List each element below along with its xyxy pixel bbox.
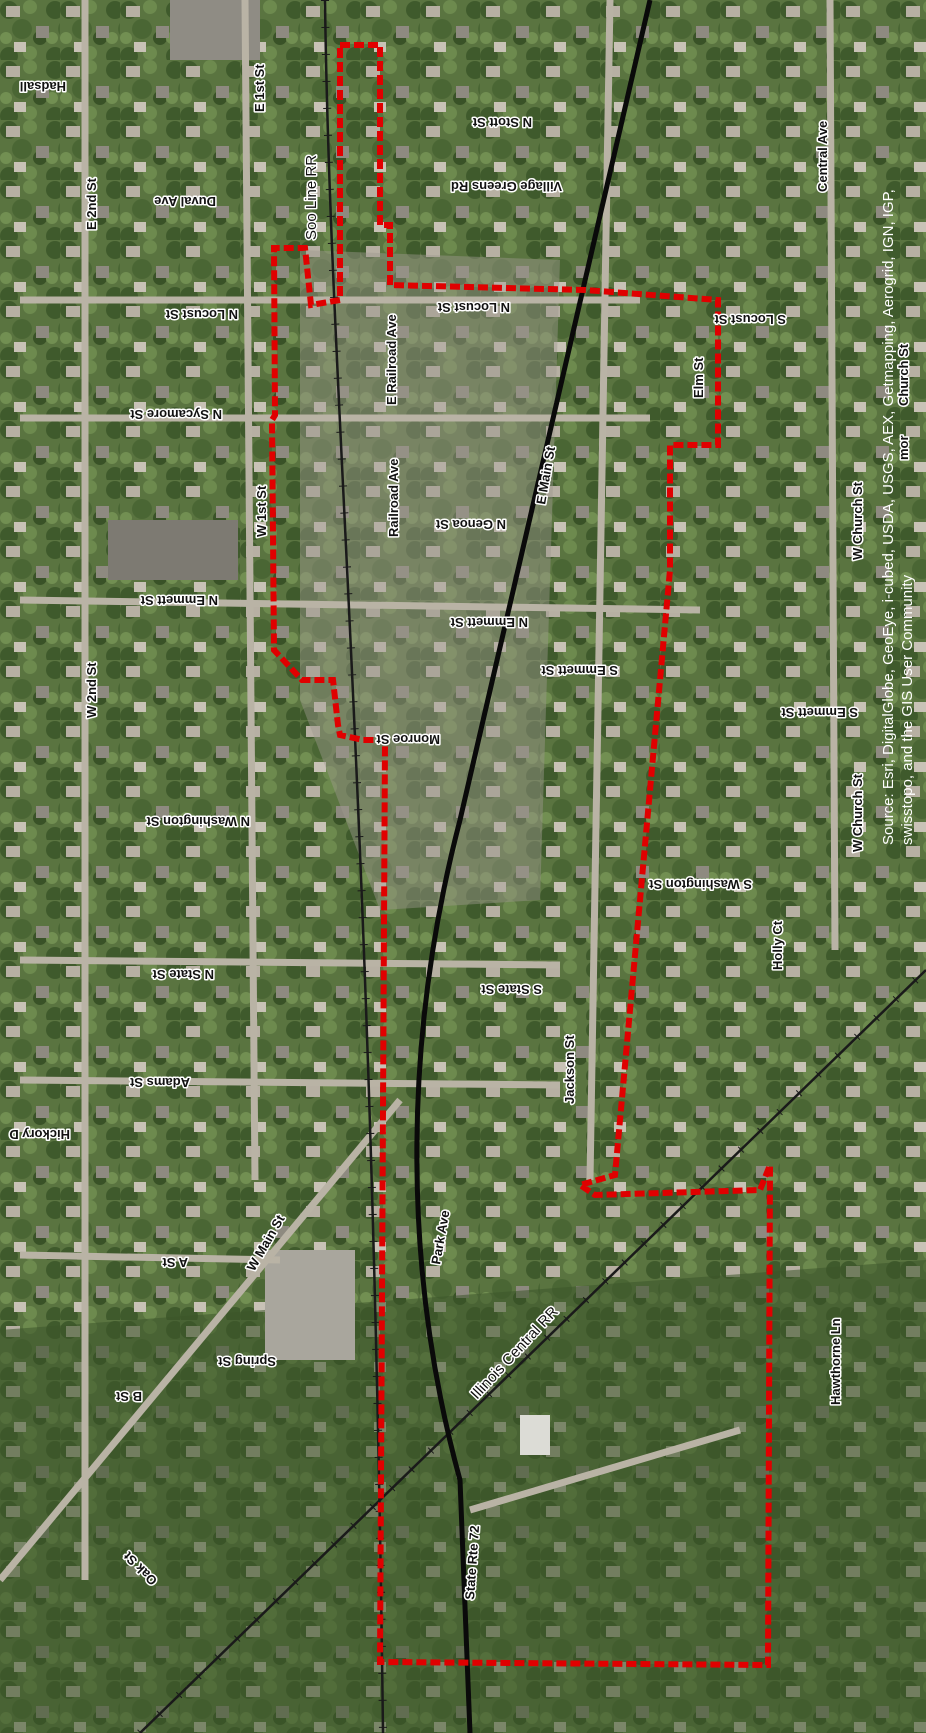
street-label-n-emmett-w: N Emmett St [140,593,218,608]
street-label-adams: Adams St [129,1075,190,1090]
soo-line-label: Soo Line RR [303,155,320,240]
school-building [108,520,238,580]
street-label-a-st: A St [162,1255,188,1270]
map-attribution-line1: Source: Esri, DigitalGlobe, GeoEye, i-cu… [880,189,897,845]
street-label-n-emmett-e: N Emmett St [450,615,528,630]
street-label-hickory: Hickory D [9,1127,70,1142]
street-label-spring: Spring St [218,1354,276,1369]
street-label-w-1st: W 1st St [254,485,269,537]
street-label-village-greens: Village Greens Rd [451,179,562,194]
plant-building [520,1415,550,1455]
street-label-hadsall: Hadsall [20,79,66,94]
study-area-boundary [268,42,773,1669]
street-label-w-church-s: W Church St [850,773,865,852]
street-label-fragment: mor [896,435,911,460]
street-label-e-2nd: E 2nd St [84,177,99,230]
street-label-church: Church St [896,343,911,406]
street-label-n-washington: N Washington St [146,814,250,829]
street-label-central: Central Ave [815,121,830,192]
street-label-n-sycamore: N Sycamore St [130,407,222,422]
street-label-b-st: B St [115,1389,142,1404]
street-label-s-state: S State St [481,982,542,997]
street-label-e-railroad: E Railroad Ave [384,314,399,405]
street-label-n-state: N State St [152,967,214,982]
street-label-n-genoa: N Genoa St [435,517,506,532]
street-label-state-rte-72: State Rte 72 [462,1525,482,1600]
street-label-elm: Elm St [691,357,706,398]
street-label-e-1st: E 1st St [252,64,267,112]
street-label-duval: Duval Ave [154,194,216,209]
street-label-s-locust: S Locust St [714,312,786,327]
map-attribution-line2: swisstopo, and the GIS User Community [899,574,916,845]
street-label-n-stott: N Stott St [472,115,532,130]
street-label-hawthorne: Hawthorne Ln [828,1318,843,1405]
street-label-n-locust-e: N Locust St [437,300,510,315]
warehouse-building [265,1250,355,1360]
street-label-s-emmett-1: S Emmett St [541,663,618,678]
street-label-railroad-ave: Railroad Ave [386,458,401,537]
street-label-jackson: Jackson St [562,1035,577,1104]
street-label-s-washington: S Washington St [649,877,752,892]
street-label-w-2nd: W 2nd St [84,662,99,718]
street-label-monroe: Monroe St [376,732,440,747]
street-label-holly: Holly Ct [770,920,785,970]
illinois-central-railroad [139,969,926,1733]
soo-line-railroad [323,0,385,1733]
state-route-72-highway [414,0,653,1733]
street-label-w-church-n: W Church St [850,481,865,560]
street-label-n-locust-w: N Locust St [165,307,238,322]
street-label-s-emmett-2: S Emmett St [781,705,858,720]
